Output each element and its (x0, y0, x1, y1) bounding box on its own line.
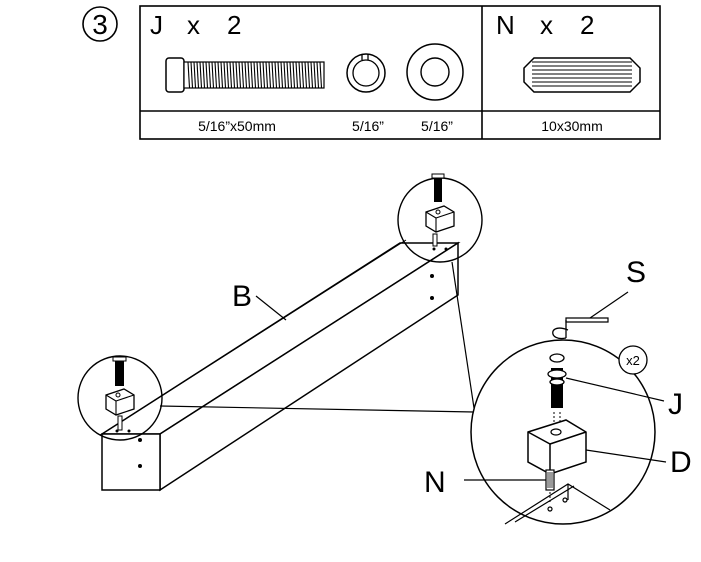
top-dowel-icon (432, 233, 438, 247)
group-j-count: 2 (227, 10, 241, 40)
block-d-leader (585, 449, 667, 463)
multiplier-text: x2 (626, 353, 640, 368)
detail-block-d-icon (527, 419, 587, 475)
detail-leader-lower (159, 405, 475, 413)
block-d-label: D (670, 446, 692, 479)
top-block-icon (425, 205, 455, 233)
rail-front-face (159, 241, 459, 492)
left-block-icon (105, 388, 135, 416)
left-dowel-icon (117, 415, 123, 431)
rail-edge-line (107, 239, 407, 431)
flat-washer-icon (406, 43, 464, 101)
parts-box: J x 2 5/16”x50mm 5/16” 5/16” N x 2 (139, 5, 661, 140)
left-callout (77, 355, 163, 441)
step-number: 3 (92, 9, 108, 40)
bolt-j-label: J (668, 388, 683, 421)
flat-washer-size-label: 5/16” (421, 118, 453, 134)
detail-rail-section (504, 483, 611, 525)
allen-key-s-leader (589, 291, 629, 319)
step-circle (82, 6, 118, 42)
bolt-size-label: 5/16”x50mm (198, 118, 276, 134)
left-callout-circle (77, 355, 163, 441)
dowel-icon (523, 57, 641, 93)
bolt-icon (165, 57, 325, 93)
lock-washer-size-label: 5/16” (352, 118, 384, 134)
detail-leader-upper (451, 261, 475, 409)
left-bolt-icon (112, 356, 127, 386)
parts-box-frame (139, 5, 661, 140)
top-callout (397, 173, 483, 263)
group-n-count: 2 (580, 10, 594, 40)
group-n-times: x (540, 10, 553, 40)
bolt-j-leader (565, 377, 665, 402)
allen-key-s-label: S (626, 256, 646, 289)
group-j-letter: J (150, 10, 163, 40)
rail-b-label: B (232, 280, 252, 313)
multiplier-badge (618, 345, 648, 375)
step-badge: 3 (82, 6, 118, 42)
group-n-letter: N (496, 10, 515, 40)
allen-key-s-icon (552, 317, 609, 340)
detail-callout: x2 (470, 339, 656, 525)
detail-bolt-j-icon (547, 353, 567, 424)
lock-washer-icon (346, 53, 386, 93)
rail-b-leader (255, 295, 287, 321)
rail-holes (115, 247, 448, 468)
group-j-times: x (187, 10, 200, 40)
rail-b (99, 239, 461, 492)
dowel-n-label: N (424, 466, 446, 499)
rail-end-face (101, 433, 161, 491)
top-bolt-icon (431, 173, 445, 202)
dowel-size-label: 10x30mm (541, 118, 602, 134)
